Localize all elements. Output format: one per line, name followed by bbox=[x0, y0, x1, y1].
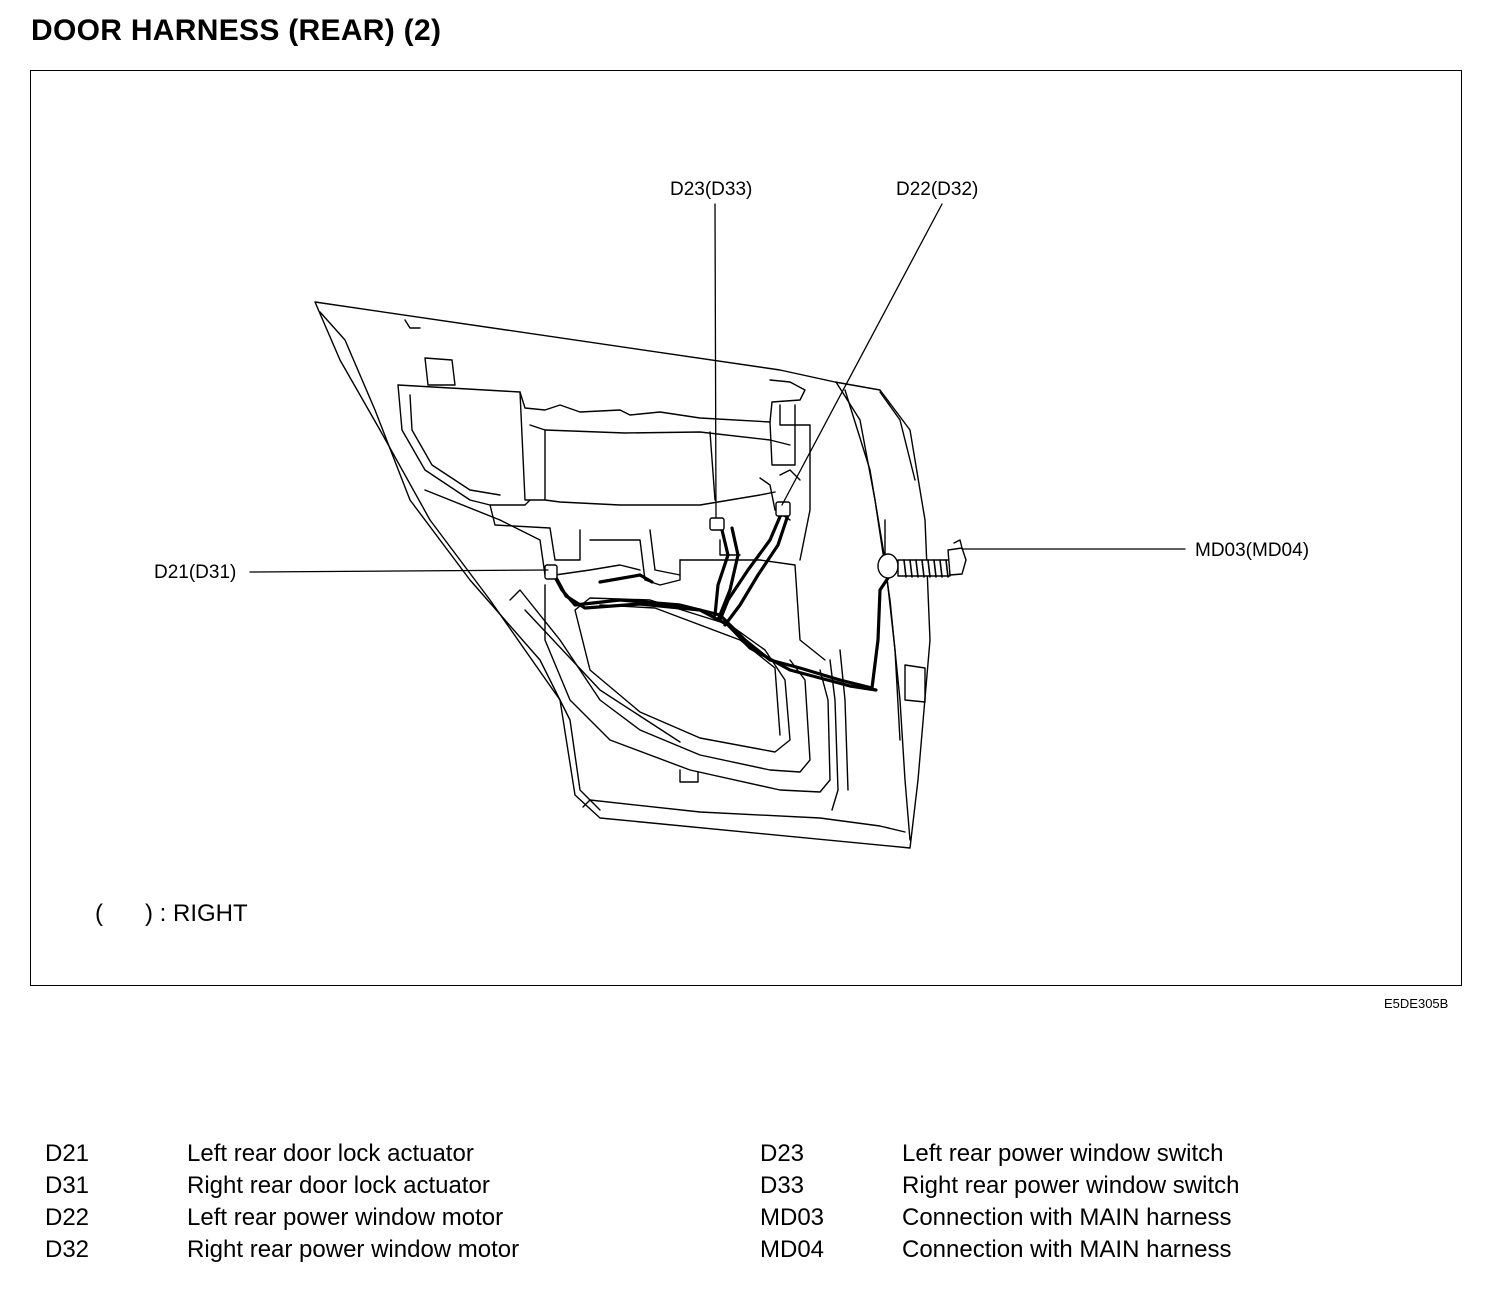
leader-lines bbox=[249, 203, 1186, 573]
inner-frame bbox=[397, 357, 826, 661]
connector-md03 bbox=[947, 547, 967, 576]
key-desc: Connection with MAIN harness bbox=[902, 1236, 1232, 1263]
key-code: D22 bbox=[45, 1204, 90, 1231]
connector-d23 bbox=[709, 517, 725, 531]
key-desc: Left rear door lock actuator bbox=[187, 1140, 474, 1167]
key-desc: Connection with MAIN harness bbox=[902, 1204, 1232, 1231]
tube-ridges bbox=[903, 559, 949, 578]
key-table-right: D23 Left rear power window switch D33 Ri… bbox=[760, 1138, 1239, 1266]
key-code: D32 bbox=[45, 1236, 90, 1263]
key-code: D31 bbox=[45, 1172, 90, 1199]
wire-harness bbox=[548, 510, 892, 692]
page-title: DOOR HARNESS (REAR) (2) bbox=[31, 14, 442, 47]
key-desc: Right rear power window motor bbox=[187, 1236, 520, 1263]
figure-id: E5DE305B bbox=[1384, 996, 1449, 1011]
callout-md03: MD03(MD04) bbox=[1195, 540, 1310, 561]
callout-d22: D22(D32) bbox=[896, 179, 979, 200]
key-desc: Right rear power window switch bbox=[902, 1172, 1240, 1199]
key-row: D21 Left rear door lock actuator bbox=[45, 1138, 519, 1170]
key-desc: Left rear power window switch bbox=[902, 1140, 1224, 1167]
key-row: D31 Right rear door lock actuator bbox=[45, 1170, 519, 1202]
key-code: D33 bbox=[760, 1172, 805, 1199]
key-row: D23 Left rear power window switch bbox=[760, 1138, 1239, 1170]
figure-frame bbox=[30, 70, 1462, 986]
key-row: D22 Left rear power window motor bbox=[45, 1202, 519, 1234]
lower-opening bbox=[509, 519, 926, 811]
key-row: D33 Right rear power window switch bbox=[760, 1170, 1239, 1202]
key-desc: Left rear power window motor bbox=[187, 1204, 504, 1231]
grommet-md03 bbox=[877, 553, 899, 579]
key-code: MD04 bbox=[760, 1236, 825, 1263]
key-row: MD03 Connection with MAIN harness bbox=[760, 1202, 1239, 1234]
key-code: D23 bbox=[760, 1140, 805, 1167]
key-code: D21 bbox=[45, 1140, 90, 1167]
callout-d23: D23(D33) bbox=[670, 179, 753, 200]
key-code: MD03 bbox=[760, 1204, 825, 1231]
right-side-note: ( ) : RIGHT bbox=[95, 900, 248, 928]
callout-d21: D21(D31) bbox=[154, 562, 237, 583]
key-table-left: D21 Left rear door lock actuator D31 Rig… bbox=[45, 1138, 519, 1266]
note-right-label: ) : RIGHT bbox=[145, 900, 248, 927]
key-row: D32 Right rear power window motor bbox=[45, 1234, 519, 1266]
connectors bbox=[544, 501, 967, 580]
key-row: MD04 Connection with MAIN harness bbox=[760, 1234, 1239, 1266]
key-desc: Right rear door lock actuator bbox=[187, 1172, 490, 1199]
note-open-paren: ( bbox=[95, 900, 103, 927]
connector-d21 bbox=[544, 564, 558, 580]
